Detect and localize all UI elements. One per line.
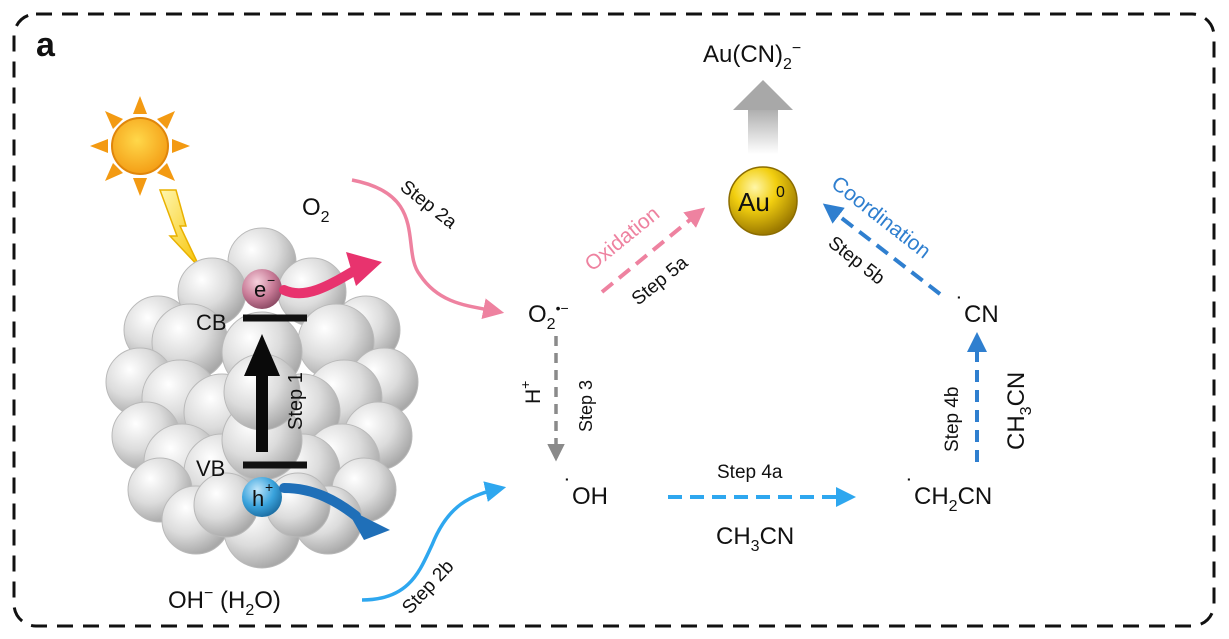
hole-symbol: h — [252, 486, 264, 511]
lightning-bolt-icon — [158, 189, 201, 269]
step4b-label: Step 4b — [942, 387, 963, 453]
o2-label: O2 — [302, 194, 330, 226]
step3-label: Step 3 — [576, 380, 596, 432]
hole-charge: + — [265, 479, 273, 495]
gold-symbol: Au — [738, 187, 770, 217]
dissolution-arrow — [733, 80, 793, 154]
superoxide-label: O2•− — [528, 300, 569, 333]
electron-charge: − — [267, 272, 275, 288]
step2b-arrow — [361, 481, 507, 602]
dashed-frame — [12, 12, 1216, 628]
hydroxide-label: OH− (H2O) — [168, 585, 281, 619]
electron-transfer-arrow — [279, 252, 382, 299]
step2a-arrow — [351, 178, 505, 320]
proton-label: H+ — [517, 381, 545, 404]
gold-atom: Au 0 — [728, 166, 798, 236]
electron: e − — [242, 269, 282, 309]
cb-label: CB — [196, 310, 227, 335]
step2a-label: Step 2a — [396, 176, 461, 233]
cyano-radical-label: ˙CN — [956, 293, 999, 328]
oxidation-label: Oxidation — [581, 202, 664, 276]
hydroxyl-radical-label: ˙OH — [564, 475, 608, 510]
step5b-label: Step 5b — [824, 232, 889, 289]
step1-label: Step 1 — [285, 372, 307, 430]
sun-icon — [90, 96, 190, 196]
step4a-label: Step 4a — [717, 462, 783, 483]
electron-symbol: e — [254, 277, 266, 302]
vb-label: VB — [196, 456, 225, 481]
panel-label: a — [36, 26, 56, 64]
hole-transfer-arrow — [279, 483, 390, 540]
cyanomethyl-radical-label: ˙CH2CN — [906, 475, 992, 515]
step1-arrow — [244, 334, 280, 452]
hole: h + — [242, 477, 282, 517]
aurocyanide-label: Au(CN)2− — [703, 40, 801, 73]
coordination-arrow — [822, 203, 942, 296]
acetonitrile-4b-label: CH3CN — [1003, 372, 1035, 450]
gold-oxidation-state: 0 — [776, 184, 785, 201]
acetonitrile-4a-label: CH3CN — [716, 523, 794, 555]
